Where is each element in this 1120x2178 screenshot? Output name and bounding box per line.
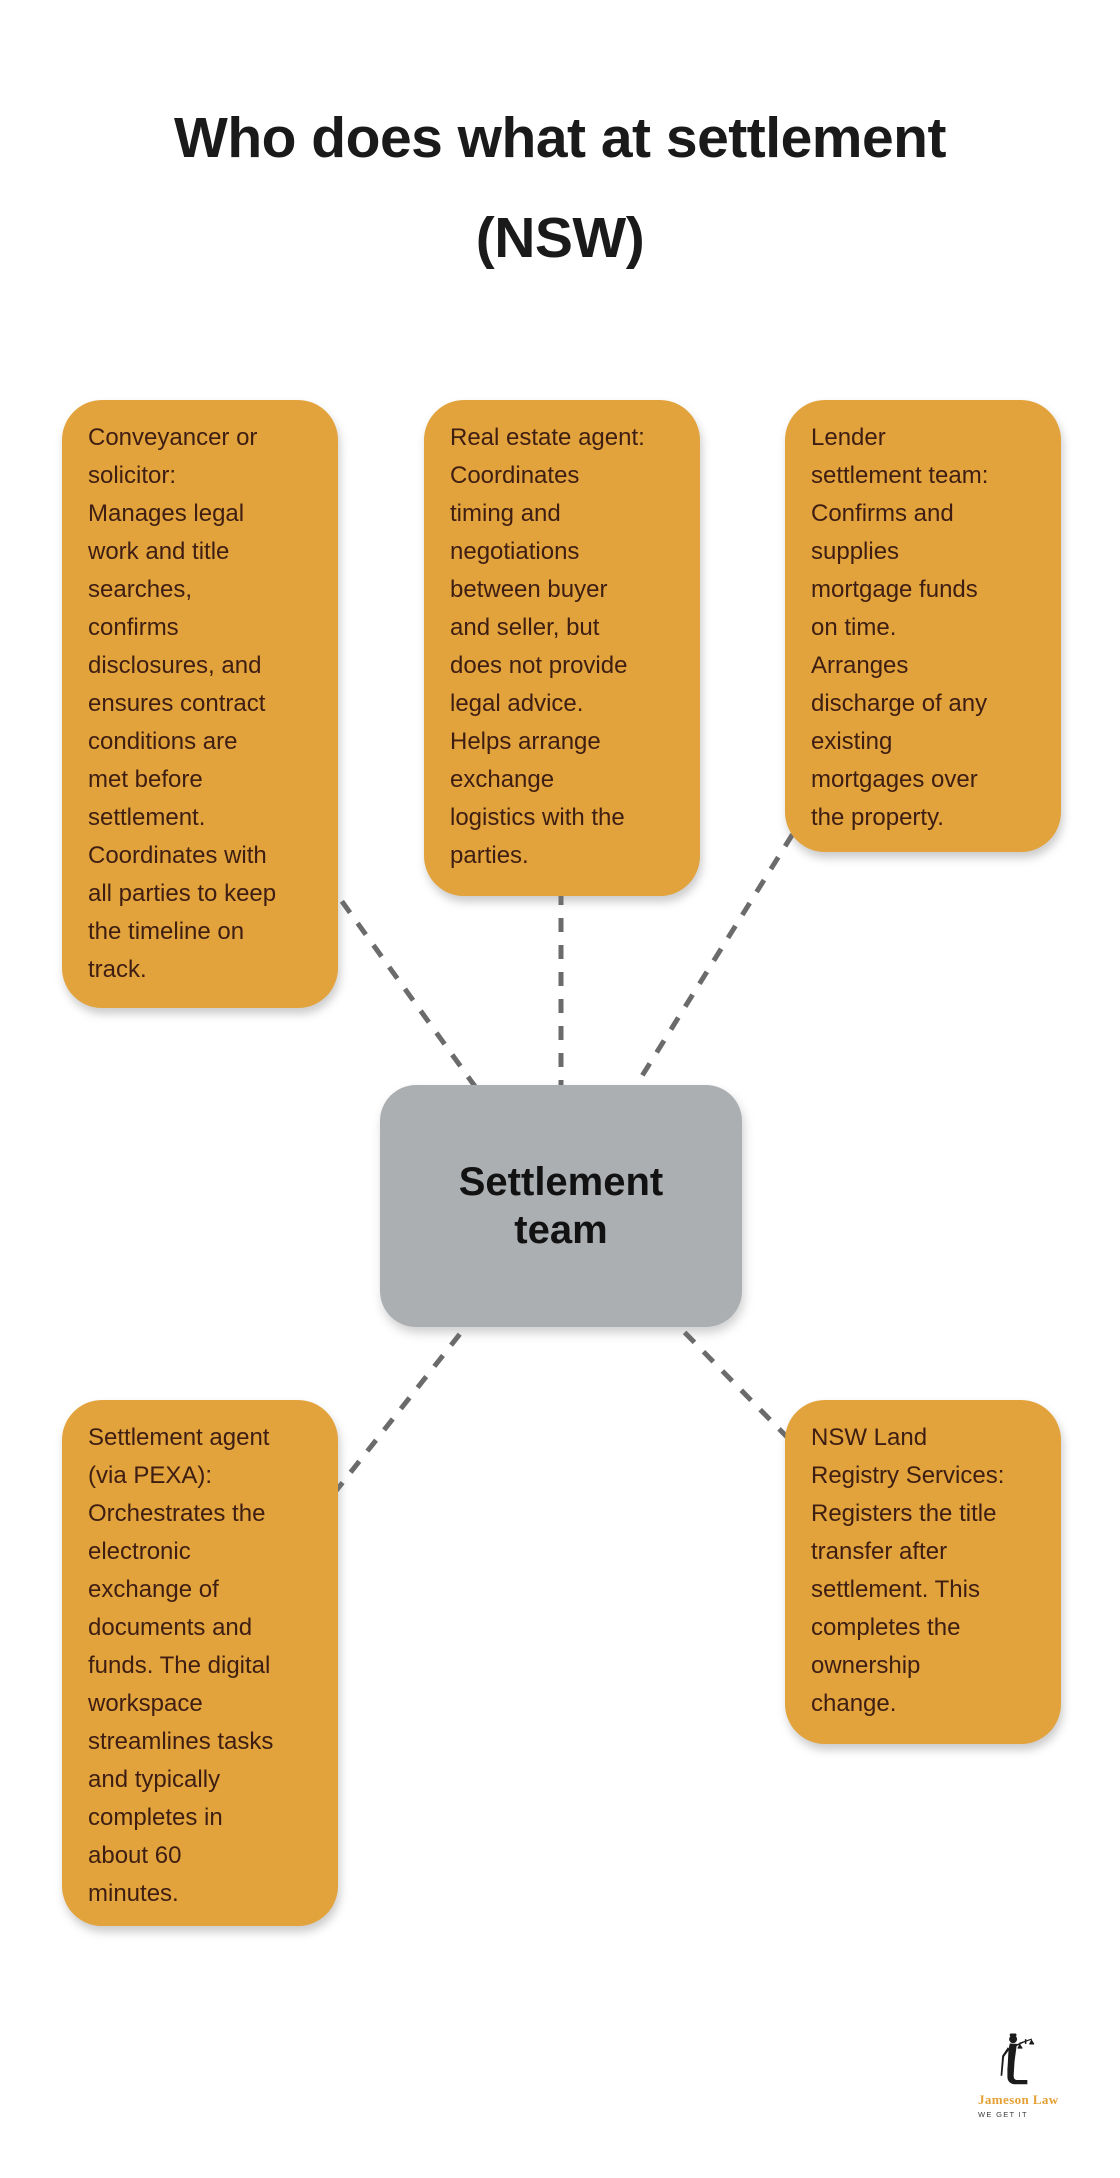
page-title-line-2: (NSW) bbox=[475, 206, 645, 270]
page-title: Who does what at settlement (NSW) bbox=[0, 88, 1120, 288]
center-node-settlement-team: Settlement team bbox=[380, 1085, 742, 1327]
brand-name: Jameson Law bbox=[978, 2092, 1059, 2107]
node-settlement-agent-pexa: Settlement agent (via PEXA): Orchestrate… bbox=[62, 1400, 338, 1926]
brand-tagline: WE GET IT bbox=[978, 2110, 1028, 2119]
node-real-estate-agent: Real estate agent: Coordinates timing an… bbox=[424, 400, 700, 896]
brand-logo: Jameson Law WE GET IT bbox=[978, 2033, 1090, 2119]
node-conveyancer-solicitor: Conveyancer or solicitor: Manages legal … bbox=[62, 400, 338, 1008]
page-title-line-1: Who does what at settlement bbox=[174, 106, 946, 170]
lady-justice-icon bbox=[1000, 2033, 1035, 2085]
node-lender-settlement-team: Lender settlement team: Confirms and sup… bbox=[785, 400, 1061, 852]
node-nsw-land-registry: NSW Land Registry Services: Registers th… bbox=[785, 1400, 1061, 1744]
